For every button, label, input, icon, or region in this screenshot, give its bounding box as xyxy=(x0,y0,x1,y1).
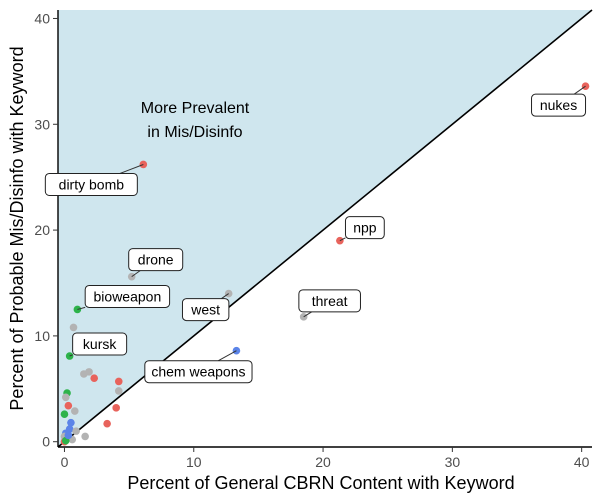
label-connector xyxy=(221,293,229,299)
label-connector xyxy=(303,311,313,318)
data-point xyxy=(71,407,79,415)
data-point xyxy=(90,374,99,383)
data-point xyxy=(67,418,75,427)
label-text: npp xyxy=(353,220,377,236)
label-box xyxy=(72,332,128,356)
label-text: dirty bomb xyxy=(59,176,125,192)
x-tick-label: 30 xyxy=(445,454,461,470)
label-text: kursk xyxy=(83,336,117,352)
data-point xyxy=(85,368,93,376)
label-connector xyxy=(218,350,237,362)
data-point xyxy=(103,419,111,428)
point-label-bioweapon: bioweapon xyxy=(84,284,171,308)
point-label-dirty-bomb: dirty bomb xyxy=(44,172,138,196)
x-tick-label: 10 xyxy=(186,454,202,470)
point-label-nukes: nukes xyxy=(531,93,587,117)
data-point xyxy=(72,427,80,435)
label-text: threat xyxy=(312,293,348,309)
point-label-kursk: kursk xyxy=(72,332,128,356)
data-point-bioweapon xyxy=(73,305,82,314)
x-tick-label: 0 xyxy=(61,454,69,470)
label-box xyxy=(181,298,230,322)
data-point-kursk xyxy=(65,352,74,360)
label-box xyxy=(298,289,361,313)
label-text: bioweapon xyxy=(94,288,162,304)
label-text: nukes xyxy=(540,97,577,113)
label-text: chem weapons xyxy=(151,364,245,380)
data-point xyxy=(64,401,73,410)
label-connector xyxy=(69,354,73,357)
label-box xyxy=(128,248,184,272)
label-connector xyxy=(573,85,586,95)
label-box xyxy=(344,216,385,240)
y-tick-label: 20 xyxy=(34,222,50,238)
label-box xyxy=(44,172,138,196)
data-point xyxy=(64,431,73,440)
point-label-threat: threat xyxy=(298,289,361,313)
y-axis-title: Percent of Probable Mis/Disinfo with Key… xyxy=(7,46,27,410)
y-tick-label: 10 xyxy=(34,328,50,344)
label-connector xyxy=(131,270,141,278)
label-box xyxy=(531,93,587,117)
x-axis-title: Percent of General CBRN Content with Key… xyxy=(127,473,514,493)
x-tick-label: 40 xyxy=(574,454,590,470)
point-label-drone: drone xyxy=(128,248,184,272)
point-label-chem-weapons: chem weapons xyxy=(144,360,253,384)
data-point xyxy=(114,387,123,395)
labels-layer: nukes dirty bomb npp drone bioweapon west thre… xyxy=(44,85,587,384)
region-annotation: More Prevalent in Mis/Disinfo xyxy=(141,100,250,141)
label-text: west xyxy=(190,302,220,318)
y-tick-label: 0 xyxy=(42,434,50,450)
data-point xyxy=(112,404,120,412)
label-box xyxy=(144,360,253,384)
data-point xyxy=(81,432,89,441)
y-tick-label: 30 xyxy=(34,116,50,132)
y-tick-label: 40 xyxy=(34,10,50,26)
point-label-west: west xyxy=(181,298,230,322)
x-tick-label: 20 xyxy=(315,454,331,470)
region-annotation-line: More Prevalent xyxy=(141,100,250,117)
region-annotation-line: in Mis/Disinfo xyxy=(147,124,242,141)
point-label-npp: npp xyxy=(344,216,385,240)
label-text: drone xyxy=(138,252,174,268)
data-point xyxy=(60,410,69,418)
data-point-drone xyxy=(127,272,136,281)
data-point xyxy=(114,377,123,386)
label-connector xyxy=(119,164,144,174)
data-point xyxy=(61,393,70,402)
data-point xyxy=(69,323,78,332)
label-connector xyxy=(77,306,86,310)
label-box xyxy=(84,284,171,308)
label-connector xyxy=(339,237,346,242)
